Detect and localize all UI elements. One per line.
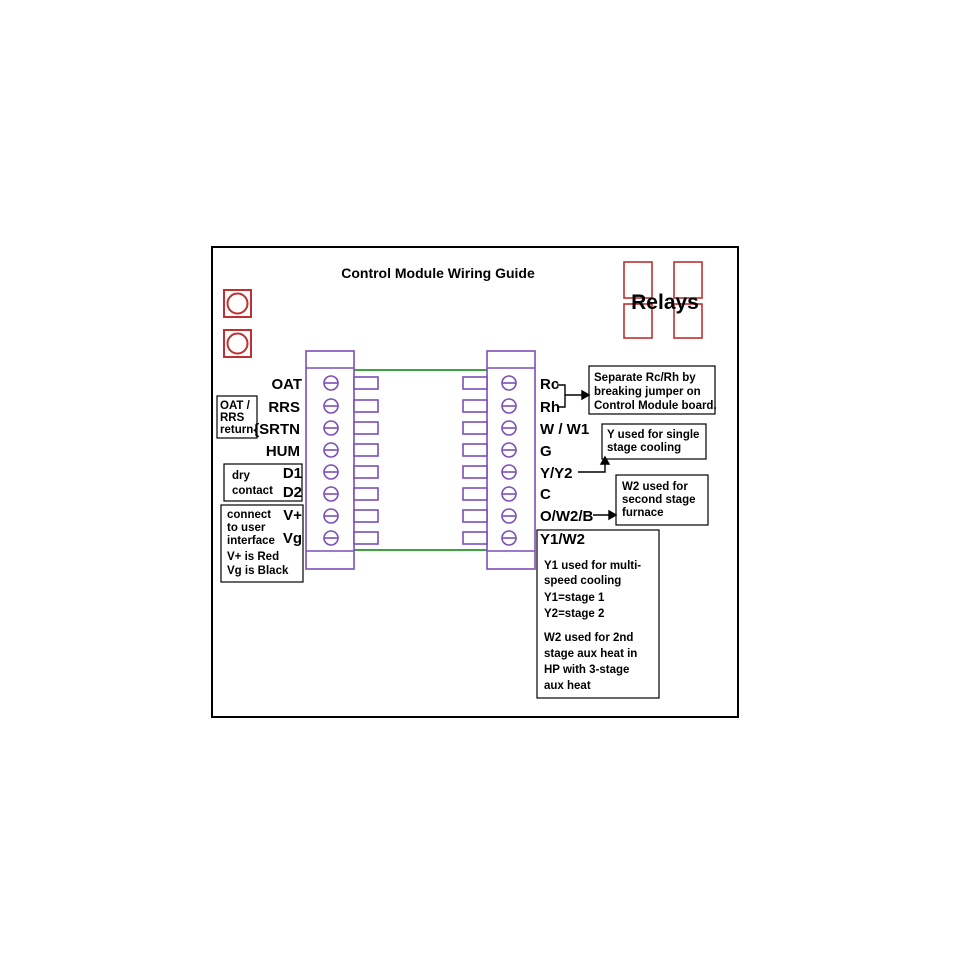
note-w2-second-box (615, 474, 709, 526)
right-pin-5 (462, 465, 488, 479)
terminal-hum: HUM (266, 443, 300, 460)
terminal-srtn: {SRTN (253, 421, 300, 438)
terminal-o-w2-b: O/W2/B (540, 508, 594, 525)
terminal-w-w1: W / W1 (540, 421, 589, 438)
terminal-y1-w2: Y1/W2 (540, 531, 585, 548)
indicator-led-1 (223, 289, 252, 318)
note-ui-line5: Vg is Black (227, 565, 289, 577)
terminal-vplus: V+ (283, 507, 302, 524)
left-pin-8 (353, 531, 379, 545)
rc-rh-bracket (557, 384, 591, 408)
note-dry-contact-line1: dry (232, 470, 251, 482)
terminal-g: G (540, 443, 552, 460)
note-y-single-line2: stage cooling (607, 442, 681, 454)
note-ui-line4: V+ is Red (227, 551, 279, 563)
left-terminal-block (305, 350, 379, 570)
note-y1w2-line5: W2 used for 2nd (544, 632, 633, 644)
note-oat-rrs-line3: return (220, 424, 253, 436)
terminal-d1: D1 (283, 465, 302, 482)
note-y1w2-box (536, 529, 660, 699)
right-pin-6 (462, 487, 488, 501)
note-rc-rh-line1: Separate Rc/Rh by (594, 372, 696, 384)
terminal-rc: Rc (540, 376, 559, 393)
right-pin-3 (462, 421, 488, 435)
terminal-oat: OAT (271, 376, 302, 393)
note-ui-line1: connect (227, 509, 271, 521)
left-pin-1 (353, 376, 379, 390)
left-pin-2 (353, 399, 379, 413)
diagram-title: Control Module Wiring Guide (341, 265, 535, 281)
relays: Relays (623, 261, 703, 339)
terminal-rh: Rh (540, 399, 560, 416)
note-y1w2-line1: Y1 used for multi- (544, 560, 641, 572)
right-pin-2 (462, 399, 488, 413)
left-pin-6 (353, 487, 379, 501)
y-y2-arrow (578, 455, 611, 473)
left-pin-3 (353, 421, 379, 435)
note-y1w2-line2: speed cooling (544, 575, 621, 587)
right-pin-8 (462, 531, 488, 545)
indicator-led-2 (223, 329, 252, 358)
note-rc-rh-box (588, 365, 716, 415)
note-w2-second-line2: second stage (622, 494, 696, 506)
right-pin-1 (462, 376, 488, 390)
terminal-d2: D2 (283, 484, 302, 501)
right-terminal-block (462, 350, 536, 570)
note-w2-second-line1: W2 used for (622, 481, 688, 493)
note-dry-contact-box (223, 463, 303, 502)
note-ui-line3: interface (227, 535, 275, 547)
left-pin-4 (353, 443, 379, 457)
right-pin-7 (462, 509, 488, 523)
terminal-vg: Vg (283, 530, 302, 547)
left-pin-5 (353, 465, 379, 479)
note-oat-rrs-line2: RRS (220, 412, 245, 424)
terminal-y-y2: Y/Y2 (540, 465, 573, 482)
note-y1w2-line3: Y1=stage 1 (544, 592, 605, 604)
note-w2-second-line3: furnace (622, 507, 664, 519)
note-ui-line2: to user (227, 522, 266, 534)
terminal-c: C (540, 486, 551, 503)
note-y1w2-line7: HP with 3-stage (544, 664, 629, 676)
left-pin-7 (353, 509, 379, 523)
note-dry-contact-line2: contact (232, 485, 273, 497)
terminal-rrs: RRS (268, 399, 300, 416)
relays-label: Relays (631, 291, 699, 314)
note-oat-rrs-line1: OAT / (220, 400, 251, 412)
note-user-interface-box (220, 504, 304, 583)
o-w2-b-arrow (593, 509, 618, 521)
note-rc-rh-line3: Control Module board. (594, 400, 717, 412)
note-y-single-line1: Y used for single (607, 429, 699, 441)
note-rc-rh-line2: breaking jumper on (594, 386, 701, 398)
right-pin-4 (462, 443, 488, 457)
note-oat-rrs-box (216, 395, 258, 439)
note-y1w2-line6: stage aux heat in (544, 648, 637, 660)
note-y1w2-line8: aux heat (544, 680, 591, 692)
note-y-single-box (601, 423, 707, 460)
diagram-frame (211, 246, 739, 718)
note-y1w2-line4: Y2=stage 2 (544, 608, 604, 620)
